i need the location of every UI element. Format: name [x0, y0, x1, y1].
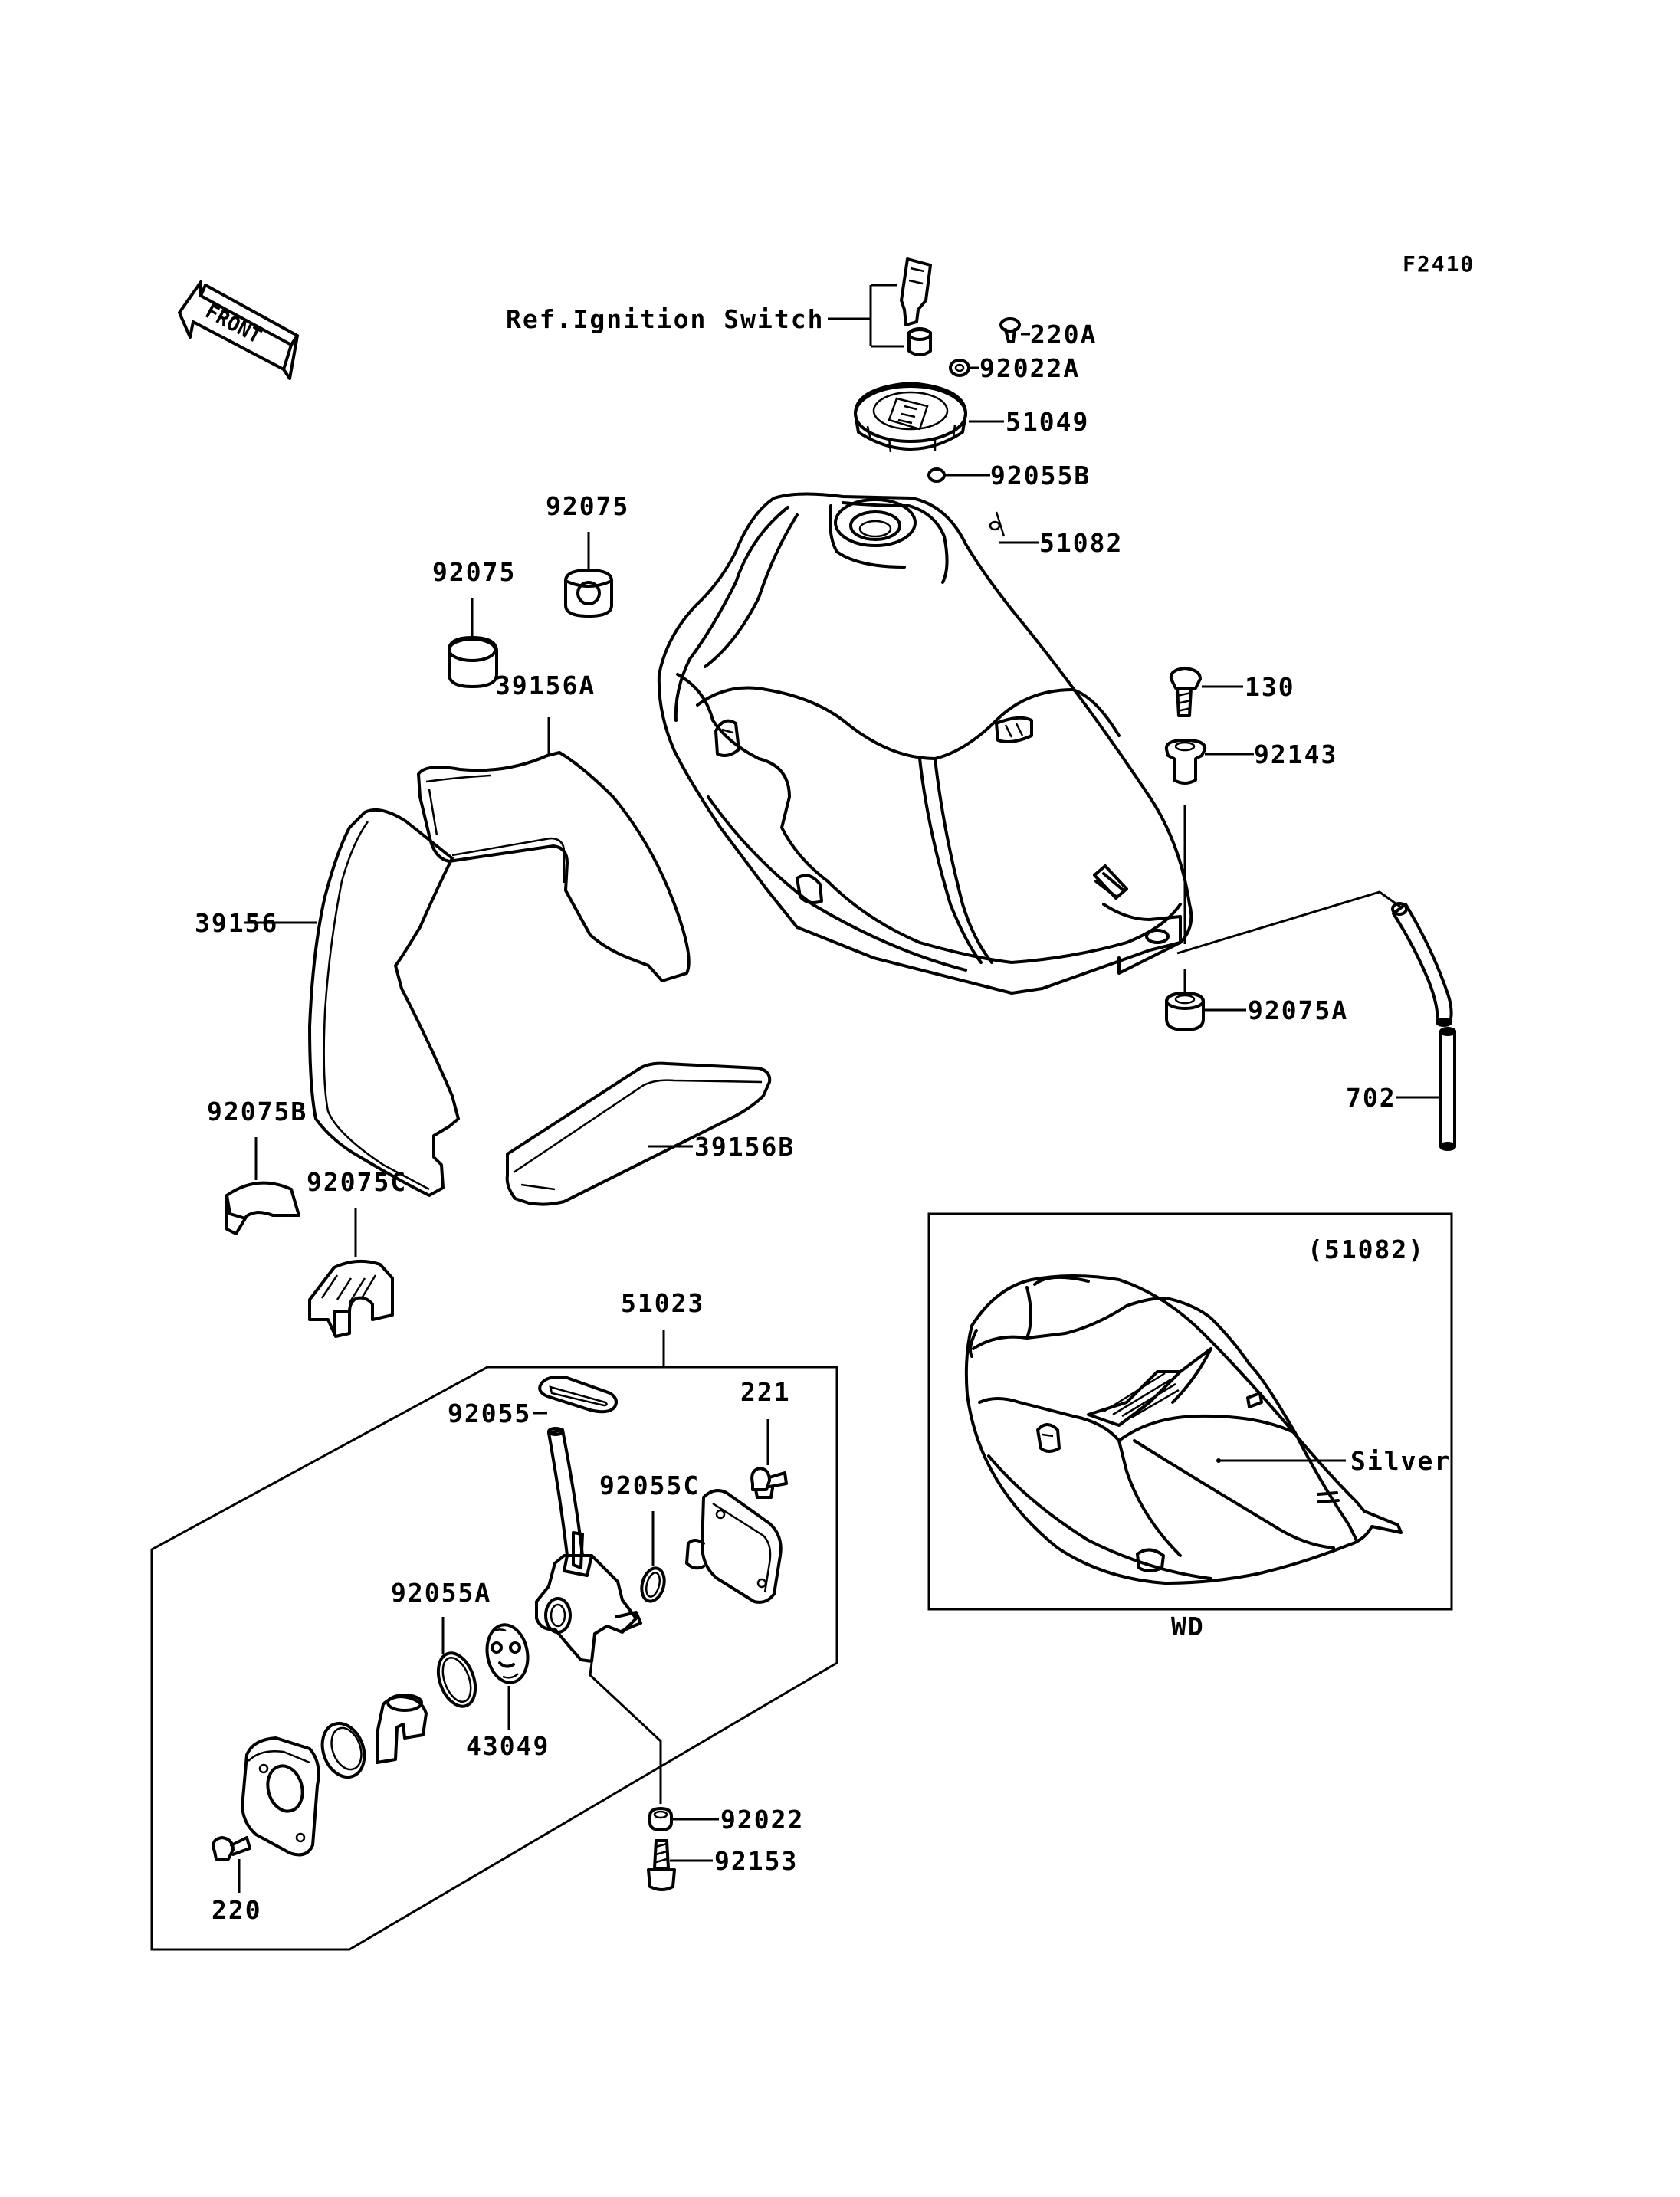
- label-39156a: 39156A: [495, 671, 596, 700]
- label-39156b: 39156B: [694, 1132, 795, 1162]
- label-92075-left: 92075: [432, 557, 516, 587]
- label-92075-top: 92075: [546, 491, 629, 521]
- label-92055a: 92055A: [391, 1578, 491, 1608]
- label-43049: 43049: [466, 1731, 550, 1761]
- label-92075a: 92075A: [1248, 995, 1348, 1025]
- collar-92143-icon: [1164, 739, 1207, 785]
- washer-92022a-icon: [949, 359, 970, 377]
- fuel-cap-icon: [854, 382, 967, 453]
- clamp-92075c-icon: [308, 1259, 394, 1338]
- label-92055b: 92055B: [990, 461, 1091, 490]
- fuel-tank-icon: [657, 492, 1193, 995]
- screw-220a-icon: [999, 317, 1021, 343]
- tap-lever-icon: [376, 1694, 428, 1764]
- label-92055: 92055: [448, 1399, 531, 1428]
- inset-caption: WD: [1171, 1612, 1205, 1641]
- gasket-43049-icon: [485, 1623, 530, 1684]
- tap-assembly-box: [150, 1366, 838, 1951]
- wd-tank-icon: [964, 1274, 1403, 1585]
- label-221: 221: [740, 1377, 791, 1407]
- label-92153: 92153: [714, 1846, 798, 1876]
- label-220: 220: [212, 1895, 262, 1925]
- front-arrow-icon: FRONT: [178, 280, 299, 380]
- o-ring-92055a-icon: [436, 1651, 477, 1708]
- label-220a: 220A: [1030, 320, 1097, 349]
- bolt-92153-icon: [647, 1839, 676, 1891]
- damper-92075a-icon: [1165, 992, 1205, 1031]
- screw-220-icon: [212, 1836, 251, 1861]
- silver-indicator-dot: [1216, 1458, 1221, 1463]
- washer-92022-icon: [648, 1807, 673, 1831]
- label-39156: 39156: [195, 908, 278, 938]
- silver-label: Silver: [1350, 1446, 1451, 1476]
- label-51082: 51082: [1039, 528, 1123, 558]
- label-130: 130: [1245, 672, 1295, 702]
- gasket-92055-icon: [538, 1376, 618, 1414]
- hose-702-upper-icon: [1391, 902, 1453, 1027]
- fuel-tap-pipe-icon: [547, 1427, 584, 1557]
- tap-front-plate-icon: [241, 1736, 320, 1857]
- wd-inset-box: [927, 1212, 1453, 1611]
- damper-92075-top-icon: [564, 569, 613, 618]
- label-51049: 51049: [1006, 407, 1089, 437]
- hose-702-lower-icon: [1439, 1027, 1456, 1151]
- fuel-tap-body-icon: [535, 1531, 642, 1663]
- bolt-130-icon: [1169, 667, 1202, 717]
- label-702: 702: [1346, 1083, 1396, 1113]
- tap-ring-icon: [320, 1722, 366, 1779]
- damper-92075b-icon: [225, 1181, 300, 1235]
- o-ring-92055b-icon: [927, 467, 946, 483]
- damper-92075-left-icon: [448, 636, 498, 688]
- o-ring-92055c-icon: [640, 1566, 666, 1603]
- inset-ref-label: (51082): [1308, 1235, 1425, 1264]
- ref-ignition-label: Ref.Ignition Switch: [506, 304, 825, 334]
- label-92143: 92143: [1254, 739, 1337, 769]
- ignition-key-icon: [900, 257, 932, 356]
- figure-code: F2410: [1403, 251, 1475, 277]
- label-92075c: 92075C: [307, 1167, 407, 1197]
- label-92022a: 92022A: [979, 353, 1080, 383]
- label-51023: 51023: [621, 1288, 704, 1318]
- pad-39156a-icon: [417, 751, 691, 982]
- tap-cover-plate-icon: [685, 1489, 783, 1604]
- label-92075b: 92075B: [207, 1097, 307, 1126]
- screw-221-icon: [750, 1467, 788, 1499]
- label-92022: 92022: [720, 1805, 804, 1835]
- label-92055c: 92055C: [599, 1471, 700, 1500]
- pad-39156-icon: [308, 808, 460, 1197]
- pad-39156b-icon: [505, 1061, 772, 1206]
